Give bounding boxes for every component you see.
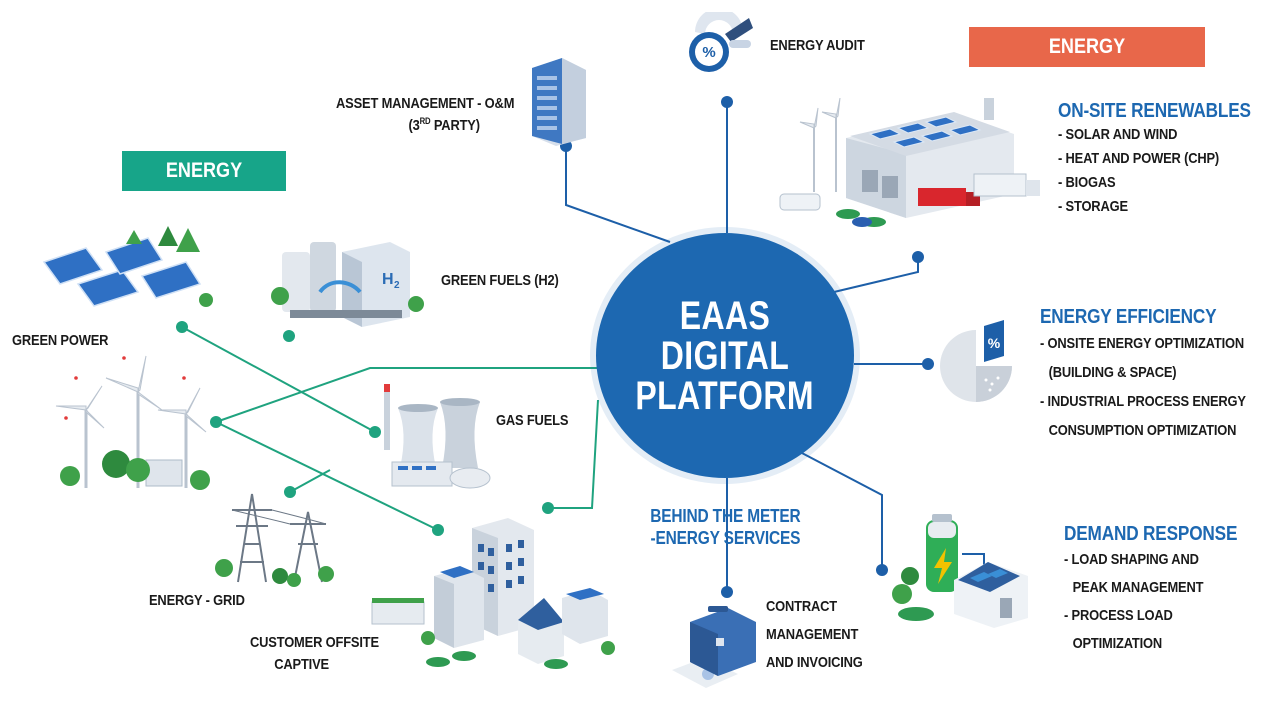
hydrogen-plant-icon: H 2 [271,242,424,327]
energy-supply-badge: ENERGY SUPPLY [122,151,286,222]
contract-management-label: CONTRACT MANAGEMENT AND INVOICING [766,593,863,677]
green-fuels-label: GREEN FUELS (H2) [441,272,559,289]
svg-text:H: H [382,271,394,288]
link-demand [799,451,883,568]
customer-offsite-line2: CAPTIVE [274,656,329,673]
asset-management-line1: ASSET MANAGEMENT - O&M [335,95,514,112]
onsite-renewables-block: ON-SITE RENEWABLES - SOLAR AND WIND - HE… [1058,99,1251,219]
power-pylon-icon [215,493,334,587]
svg-text:%: % [702,44,715,61]
node-gas [369,426,381,438]
gas-cooling-tower-icon [384,384,491,489]
energy-consumption-badge-text: ENERGY CONSUMPTION [1019,35,1155,98]
briefcase-icon [672,606,756,688]
contract-line1: CONTRACT [766,598,838,615]
demand-item-peak: PEAK MANAGEMENT [1072,579,1204,596]
link-offsite-hub [548,399,599,509]
energy-consumption-badge: ENERGY CONSUMPTION [969,27,1205,98]
green-power-label: GREEN POWER [12,332,109,349]
gas-fuels-label: GAS FUELS [496,412,569,429]
efficiency-item-industrial: - INDUSTRIAL PROCESS ENERGY [1040,393,1246,410]
energy-efficiency-block: ENERGY EFFICIENCY - ONSITE ENERGY OPTIMI… [1040,305,1246,445]
demand-item-optimization: OPTIMIZATION [1072,635,1163,652]
behind-the-meter-line1: BEHIND THE METER [650,506,801,526]
onsite-item-solar: - SOLAR AND WIND [1058,126,1178,143]
link-green-power [181,326,376,433]
efficiency-item-building: (BUILDING & SPACE) [1048,364,1177,381]
wind-turbine-icon [55,355,210,490]
contract-line3: AND INVOICING [766,654,863,671]
link-grid-main [289,469,331,493]
node-city [542,502,554,514]
node-contract [721,586,733,598]
behind-the-meter-line2: -ENERGY SERVICES [650,528,801,548]
pie-percent-icon: % [940,320,1012,402]
energy-efficiency-title: ENERGY EFFICIENCY [1040,306,1217,328]
asset-party-suffix: PARTY) [430,117,480,134]
demand-response-block: DEMAND RESPONSE - LOAD SHAPING AND PEAK … [1064,522,1237,658]
asset-management-line2: (3RD PARTY) [336,115,514,137]
customer-offsite-label: CUSTOMER OFFSITE CAPTIVE [250,632,379,676]
efficiency-item-onsite: - ONSITE ENERGY OPTIMIZATION [1040,335,1244,352]
hub-title-line2: PLATFORM [635,373,815,418]
hub-title-line1: EAAS DIGITAL [660,293,790,378]
factory-icon [779,98,1040,227]
energy-supply-badge-text: ENERGY SUPPLY [165,159,243,222]
onsite-item-chp: - HEAT AND POWER (CHP) [1058,150,1220,167]
node-green-power [176,321,188,333]
demand-response-title: DEMAND RESPONSE [1064,523,1238,545]
behind-the-meter-label: BEHIND THE METER -ENERGY SERVICES [648,505,803,549]
link-wind-to-offsite [215,421,439,531]
asset-party-prefix: (3 [408,117,420,134]
node-demand [876,564,888,576]
node-onsite [912,251,924,263]
customer-offsite-line1: CUSTOMER OFFSITE [250,634,379,651]
node-green-fuels [283,330,295,342]
node-offsite [432,524,444,536]
svg-text:%: % [988,335,1001,351]
demand-item-process: - PROCESS LOAD [1064,607,1173,624]
energy-grid-label: ENERGY - GRID [149,592,245,609]
svg-text:2: 2 [394,280,400,291]
link-asset [565,146,671,243]
city-buildings-icon [371,518,615,669]
onsite-item-biogas: - BIOGAS [1058,174,1116,191]
percent-audit-icon: % [689,12,753,72]
efficiency-item-consumption: CONSUMPTION OPTIMIZATION [1048,422,1237,439]
contract-line2: MANAGEMENT [766,626,859,643]
battery-house-icon [892,514,1028,628]
node-grid [284,486,296,498]
eaas-platform-hub: EAAS DIGITAL PLATFORM [596,233,854,478]
link-wind-to-hub [215,367,600,423]
asset-party-superscript: RD [419,116,431,126]
node-wind [210,416,222,428]
solar-panel-icon [42,226,213,307]
link-onsite [833,257,919,293]
node-efficiency [922,358,934,370]
office-tower-icon [532,58,586,146]
asset-management-label: ASSET MANAGEMENT - O&M (3RD PARTY) [336,93,514,137]
onsite-renewables-title: ON-SITE RENEWABLES [1058,100,1251,122]
demand-item-load-shaping: - LOAD SHAPING AND [1064,551,1199,568]
node-audit [721,96,733,108]
onsite-item-storage: - STORAGE [1058,198,1128,215]
energy-audit-label: ENERGY AUDIT [770,37,865,54]
